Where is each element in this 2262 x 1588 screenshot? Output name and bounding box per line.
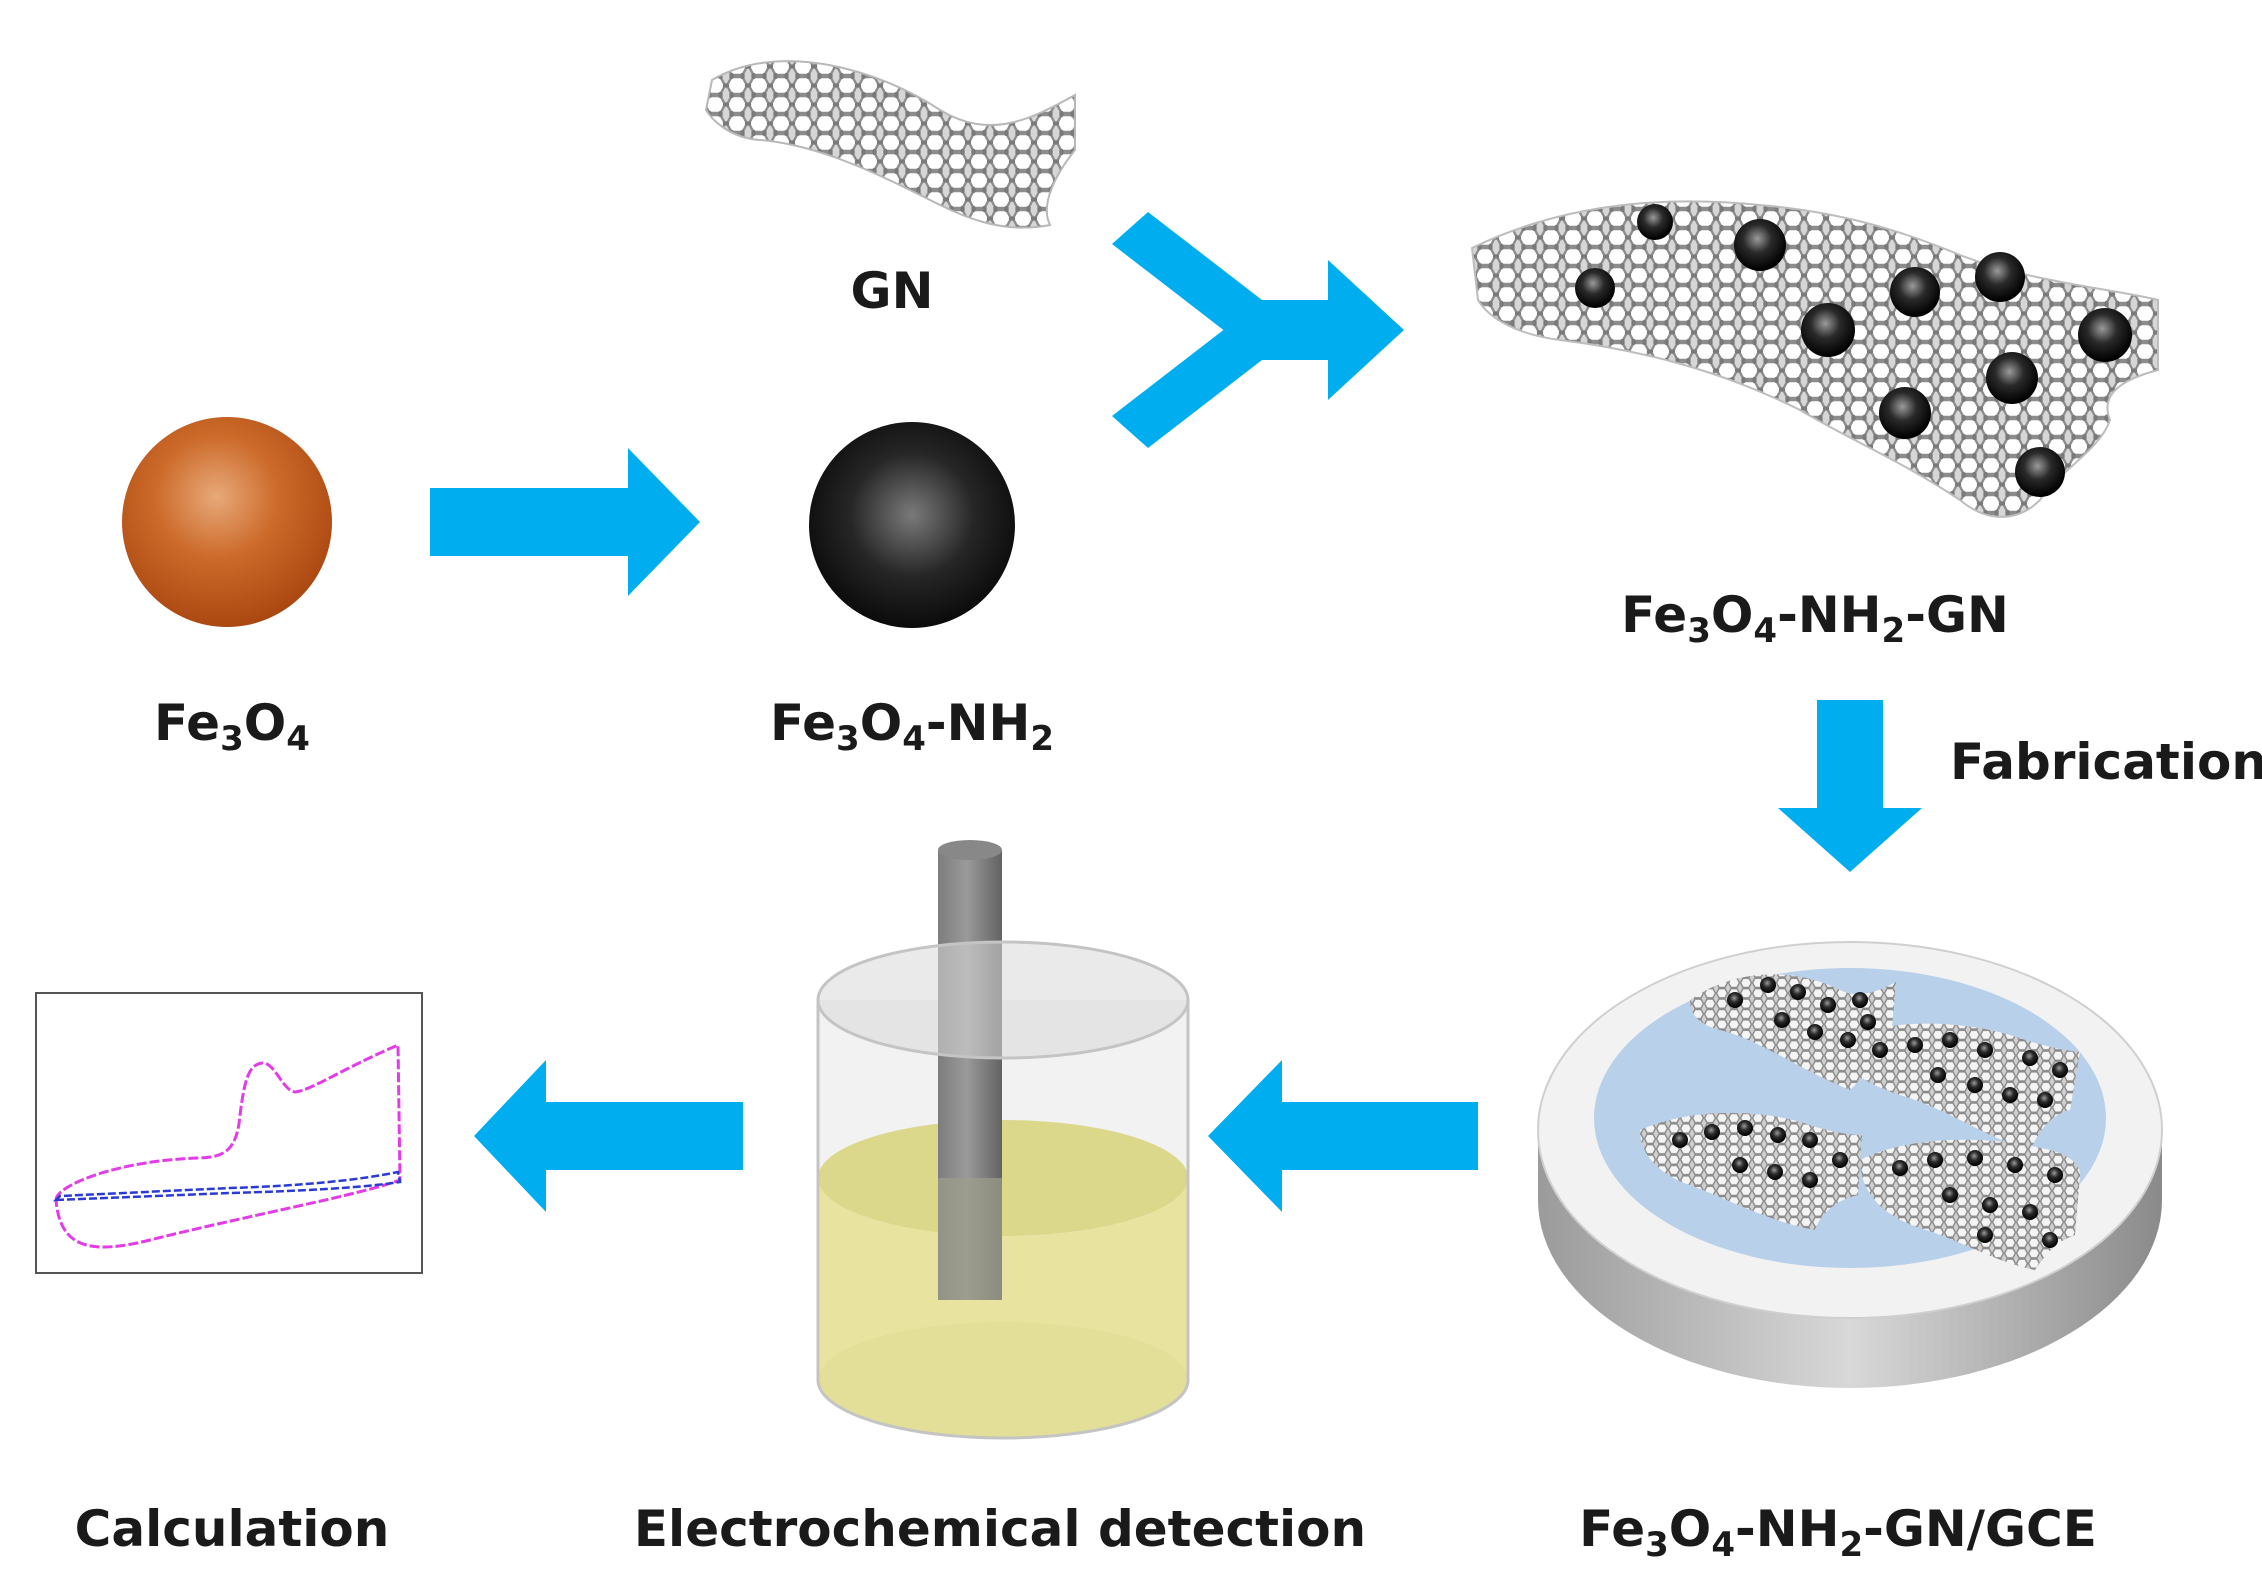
fe3o4-nh2-sphere-icon (809, 422, 1015, 628)
cyclic-voltammogram-icon (35, 992, 423, 1274)
label-fabrication: Fabrication (1950, 733, 2262, 791)
electrode-gce-icon (1537, 941, 2163, 1388)
fe3o4-sphere-icon (122, 417, 332, 627)
electrochemical-cell-icon (816, 840, 1190, 1440)
label-fe3o4-nh2-gn-gce: Fe3O4-NH2-GN/GCE (1579, 1500, 2097, 1565)
graphene-sheet-icon (704, 60, 1076, 229)
label-electrochemical-detection: Electrochemical detection (633, 1500, 1367, 1558)
merge-arrow-icon (1112, 212, 1404, 448)
left-arrow-icon (1208, 1060, 1478, 1212)
label-gn: GN (850, 262, 934, 320)
down-arrow-icon (1778, 700, 1922, 872)
right-arrow-icon (430, 448, 700, 596)
label-fe3o4: Fe3O4 (154, 694, 310, 759)
label-calculation: Calculation (74, 1500, 390, 1558)
left-arrow-icon-2 (474, 1060, 743, 1212)
label-fe3o4-nh2: Fe3O4-NH2 (769, 694, 1055, 759)
fe3o4-nh2-gn-composite-icon (1470, 200, 2159, 518)
label-fe3o4-nh2-gn: Fe3O4-NH2-GN (1621, 586, 2009, 651)
